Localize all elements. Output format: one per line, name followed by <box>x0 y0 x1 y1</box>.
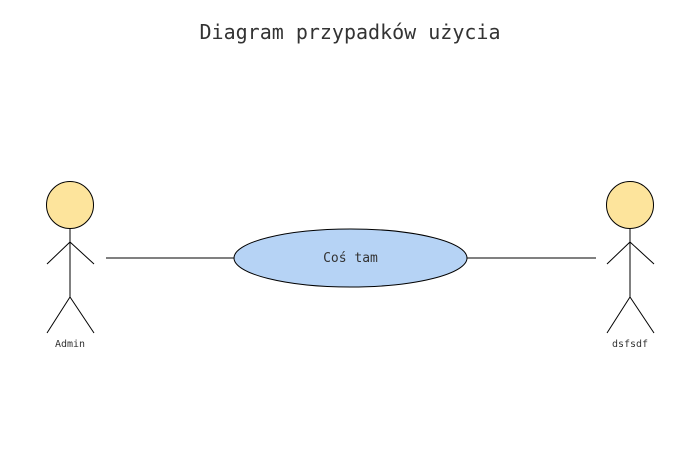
actor-right-arm <box>629 241 655 265</box>
actor-left-arm <box>46 241 71 265</box>
actor-admin[interactable]: Admin <box>46 181 95 351</box>
actor-label-dsfsdf: dsfsdf <box>612 339 648 350</box>
actor-left-arm <box>606 241 631 265</box>
use-case-cos-tam[interactable]: Coś tam <box>233 228 468 288</box>
actor-right-leg <box>69 296 95 334</box>
actor-right-leg <box>629 296 655 334</box>
actor-dsfsdf[interactable]: dsfsdf <box>606 181 655 351</box>
diagram-title: Diagram przypadków użycia <box>199 20 500 44</box>
actor-left-leg <box>606 296 631 334</box>
use-case-ellipse[interactable] <box>233 228 468 288</box>
use-case-label: Coś tam <box>323 251 378 266</box>
actor-label-admin: Admin <box>55 339 85 350</box>
actor-head-icon <box>606 181 654 229</box>
actor-head-icon <box>46 181 94 229</box>
actor-left-leg <box>46 296 71 334</box>
actor-right-arm <box>69 241 95 265</box>
